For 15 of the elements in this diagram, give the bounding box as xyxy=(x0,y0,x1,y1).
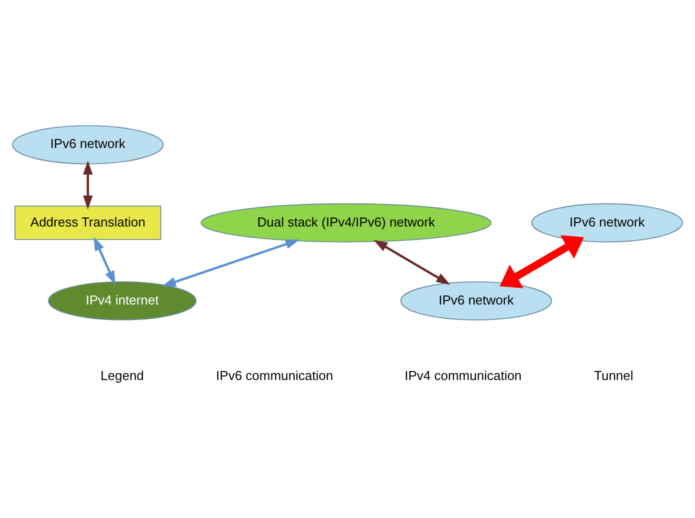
legend-label: IPv4 communication xyxy=(404,368,522,382)
node-box: Address Translation xyxy=(14,205,162,240)
legend-label: IPv6 communication xyxy=(216,368,334,382)
legend-label: Tunnel xyxy=(594,368,634,382)
arrow xyxy=(500,234,584,288)
label: Legend xyxy=(100,368,144,382)
node-ellipse: IPv6 network xyxy=(12,124,164,164)
arrow xyxy=(162,238,300,286)
node-ellipse: IPv6 network xyxy=(531,202,683,242)
arrow xyxy=(94,236,116,284)
arrow xyxy=(374,239,450,284)
node-ellipse: Dual stack (IPv4/IPv6) network xyxy=(200,202,492,242)
node-ellipse: IPv6 network xyxy=(400,280,552,320)
arrow xyxy=(82,160,93,209)
node-ellipse: IPv4 internet xyxy=(48,280,196,320)
